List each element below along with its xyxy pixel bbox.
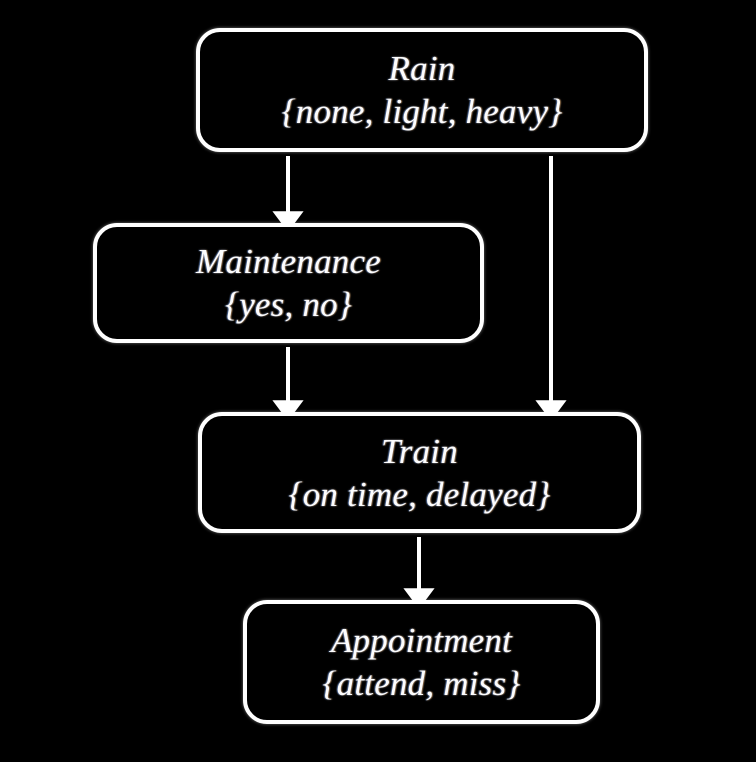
- node-rain-states: {none, light, heavy}: [281, 92, 563, 131]
- node-rain[interactable]: Rain {none, light, heavy}: [196, 28, 648, 152]
- node-rain-label: Rain: [388, 49, 456, 88]
- node-appointment-label: Appointment: [330, 621, 513, 660]
- node-train-label: Train: [381, 431, 458, 471]
- node-train[interactable]: Train {on time, delayed}: [198, 412, 641, 533]
- node-train-states: {on time, delayed}: [288, 474, 551, 514]
- node-maintenance-states: {yes, no}: [225, 285, 352, 324]
- node-appointment-states: {attend, miss}: [322, 664, 521, 703]
- node-maintenance-label: Maintenance: [196, 242, 381, 281]
- node-appointment[interactable]: Appointment {attend, miss}: [243, 600, 600, 724]
- node-maintenance[interactable]: Maintenance {yes, no}: [93, 223, 484, 343]
